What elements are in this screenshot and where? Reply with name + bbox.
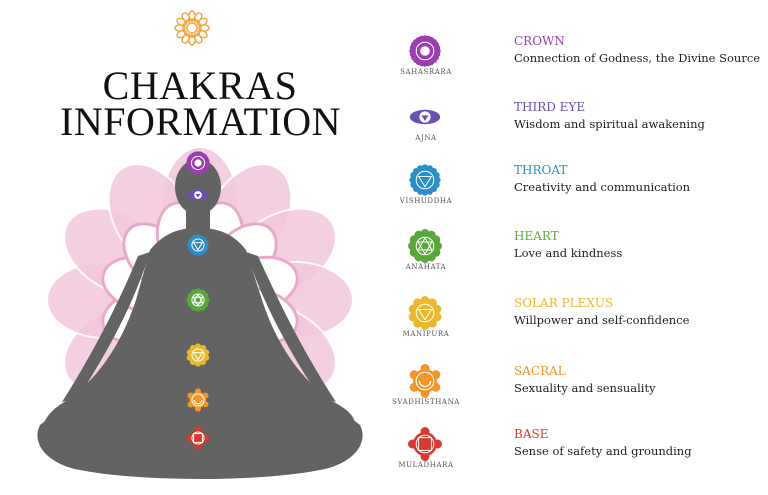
chakra-row-throat: VISHUDDHA THROAT Creativity and communicat… — [390, 163, 768, 223]
title-line-2: INFORMATION — [60, 99, 342, 144]
six-petal-crescent-icon — [409, 364, 441, 398]
body-chakra-throat-icon — [187, 234, 209, 256]
chakra-name: HEART — [514, 229, 559, 243]
chakra-description: Connection of Godness, the Divine Source — [514, 51, 761, 65]
sanskrit-name: MANIPURA — [402, 330, 450, 338]
meditation-figure-illustration — [37, 10, 363, 479]
body-chakra-solar-plexus-icon — [186, 343, 210, 367]
sanskrit-name: MULADHARA — [398, 461, 454, 469]
chakra-name: SOLAR PLEXUS — [514, 296, 614, 310]
two-petal-eye-icon — [409, 109, 441, 125]
ten-petal-triangle-icon — [408, 296, 442, 330]
chakra-description: Wisdom and spiritual awakening — [514, 117, 705, 131]
chakra-name: THROAT — [514, 163, 568, 177]
title-line-1: CHAKRAS — [102, 63, 298, 108]
four-petal-square-icon — [408, 427, 442, 461]
body-chakra-points — [186, 151, 210, 450]
chakra-name: THIRD EYE — [514, 100, 586, 114]
body-chakra-heart-icon — [186, 288, 210, 312]
sanskrit-name: SVADHISTHANA — [392, 398, 460, 406]
chakra-row-heart: ANAHATA HEART Love and kindness — [390, 229, 768, 289]
chakra-description: Creativity and communication — [514, 180, 691, 194]
body-chakra-sacral-icon — [187, 388, 209, 412]
sanskrit-name: AJNA — [415, 134, 437, 142]
body-chakra-crown-icon — [186, 151, 210, 175]
chakra-description: Sexuality and sensuality — [514, 381, 656, 395]
body-chakra-base-icon — [186, 426, 210, 450]
lotus-logo-icon — [174, 10, 210, 46]
sanskrit-name: VISHUDDHA — [399, 197, 453, 205]
body-chakra-third-eye-icon — [187, 190, 209, 200]
hexagram-icon — [408, 229, 442, 263]
lotus-thousand-icon — [409, 35, 441, 67]
chakra-name: SACRAL — [514, 364, 566, 378]
chakra-row-base: MULADHARA BASE Sense of safety and groundi… — [390, 427, 768, 487]
chakra-description: Sense of safety and grounding — [514, 444, 692, 458]
sixteen-petal-triangle-icon — [409, 164, 441, 196]
chakra-row-solar-plexus: MANIPURA SOLAR PLEXUS Willpower and self-c… — [390, 296, 768, 356]
chakra-row-sacral: SVADHISTHANA SACRAL Sexuality and sensuali… — [390, 364, 768, 424]
sanskrit-name: SAHASRARA — [400, 68, 452, 76]
chakra-name: BASE — [514, 427, 549, 441]
sanskrit-name: ANAHATA — [405, 263, 447, 271]
chakra-description: Love and kindness — [514, 246, 623, 260]
chakra-row-crown: SAHASRARA CROWN Connection of Godness, the… — [390, 34, 768, 94]
chakra-row-third-eye: AJNA THIRD EYE Wisdom and spiritual awaken… — [390, 100, 768, 160]
chakra-name: CROWN — [514, 34, 565, 48]
chakra-description: Willpower and self-confidence — [514, 313, 690, 327]
